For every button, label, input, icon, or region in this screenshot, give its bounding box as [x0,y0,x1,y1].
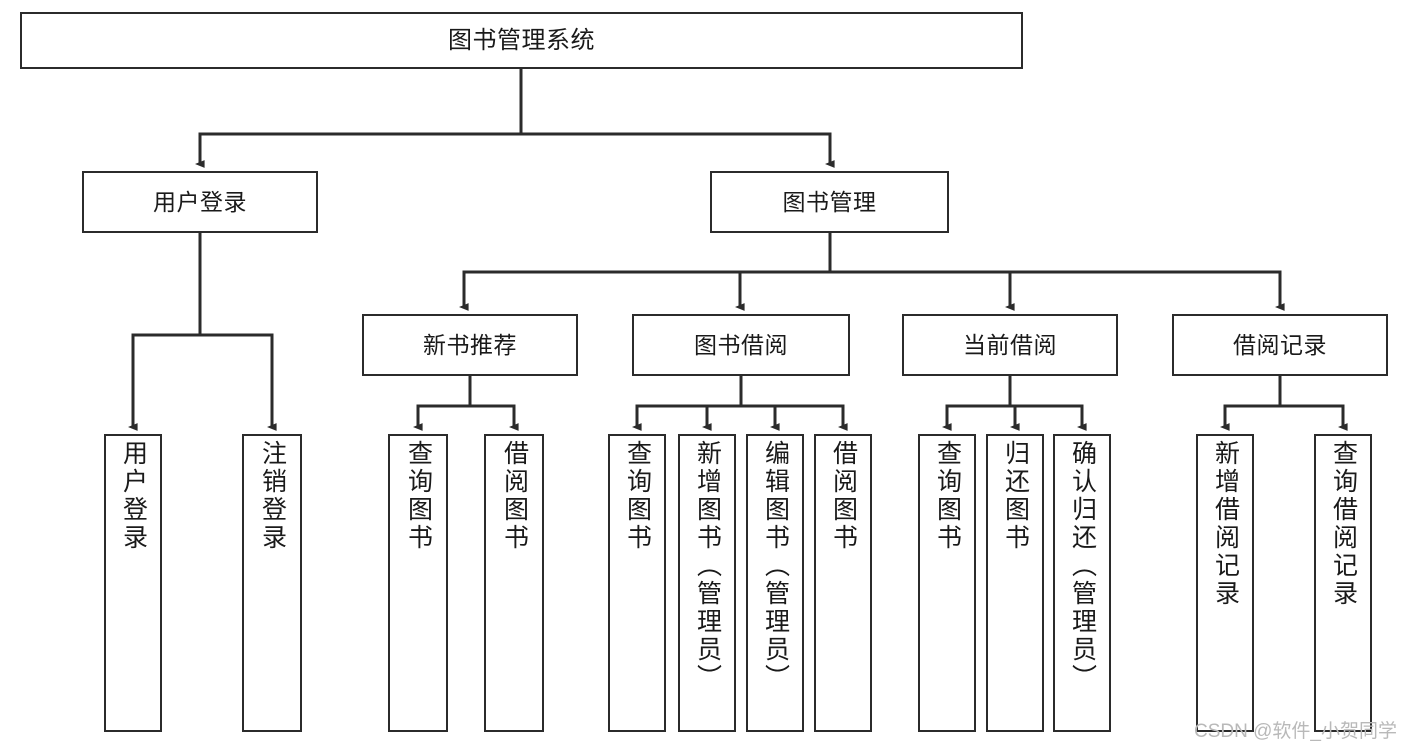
node-label: 查询图书 [623,440,652,552]
node-leaf-user-login[interactable]: 用户登录 [104,434,162,732]
node-book-manage[interactable]: 图书管理 [710,171,949,233]
node-label: 查询图书 [404,440,433,552]
node-label: 图书管理系统 [448,26,595,54]
node-label: 用户登录 [119,440,148,552]
node-book-borrow[interactable]: 图书借阅 [632,314,850,376]
node-leaf-add-borrow-record[interactable]: 新增借阅记录 [1196,434,1254,732]
node-leaf-query-book-3[interactable]: 查询图书 [918,434,976,732]
node-leaf-query-book-1[interactable]: 查询图书 [388,434,448,732]
node-label: 用户登录 [153,188,247,215]
node-label: 图书管理 [782,188,877,215]
node-leaf-return-book[interactable]: 归还图书 [986,434,1044,732]
node-leaf-borrow-book-1[interactable]: 借阅图书 [484,434,544,732]
node-leaf-edit-book[interactable]: 编辑图书（管理员） [746,434,804,732]
node-label: 查询借阅记录 [1329,440,1358,608]
node-label: 新增图书（管理员） [693,440,722,692]
node-label: 借阅图书 [500,440,529,552]
node-label: 查询图书 [933,440,962,552]
node-borrow-record[interactable]: 借阅记录 [1172,314,1388,376]
node-label: 注销登录 [258,440,287,552]
node-leaf-add-book[interactable]: 新增图书（管理员） [678,434,736,732]
node-leaf-confirm-return[interactable]: 确认归还（管理员） [1053,434,1111,732]
node-new-book-recommend[interactable]: 新书推荐 [362,314,578,376]
node-label: 新书推荐 [423,331,517,358]
node-current-borrow[interactable]: 当前借阅 [902,314,1118,376]
node-label: 确认归还（管理员） [1068,440,1097,692]
node-user-login[interactable]: 用户登录 [82,171,318,233]
node-leaf-borrow-book-2[interactable]: 借阅图书 [814,434,872,732]
watermark-text: CSDN @软件_小贺同学 [1194,721,1397,742]
node-label: 当前借阅 [963,331,1057,358]
node-label: 新增借阅记录 [1211,440,1240,608]
node-leaf-user-logout[interactable]: 注销登录 [242,434,302,732]
node-label: 归还图书 [1001,440,1030,552]
node-label: 图书借阅 [694,331,788,358]
node-label: 借阅图书 [829,440,858,552]
node-leaf-query-book-2[interactable]: 查询图书 [608,434,666,732]
node-label: 借阅记录 [1233,331,1327,358]
node-label: 编辑图书（管理员） [761,440,790,692]
node-root[interactable]: 图书管理系统 [20,12,1023,69]
node-leaf-query-borrow-record[interactable]: 查询借阅记录 [1314,434,1372,732]
